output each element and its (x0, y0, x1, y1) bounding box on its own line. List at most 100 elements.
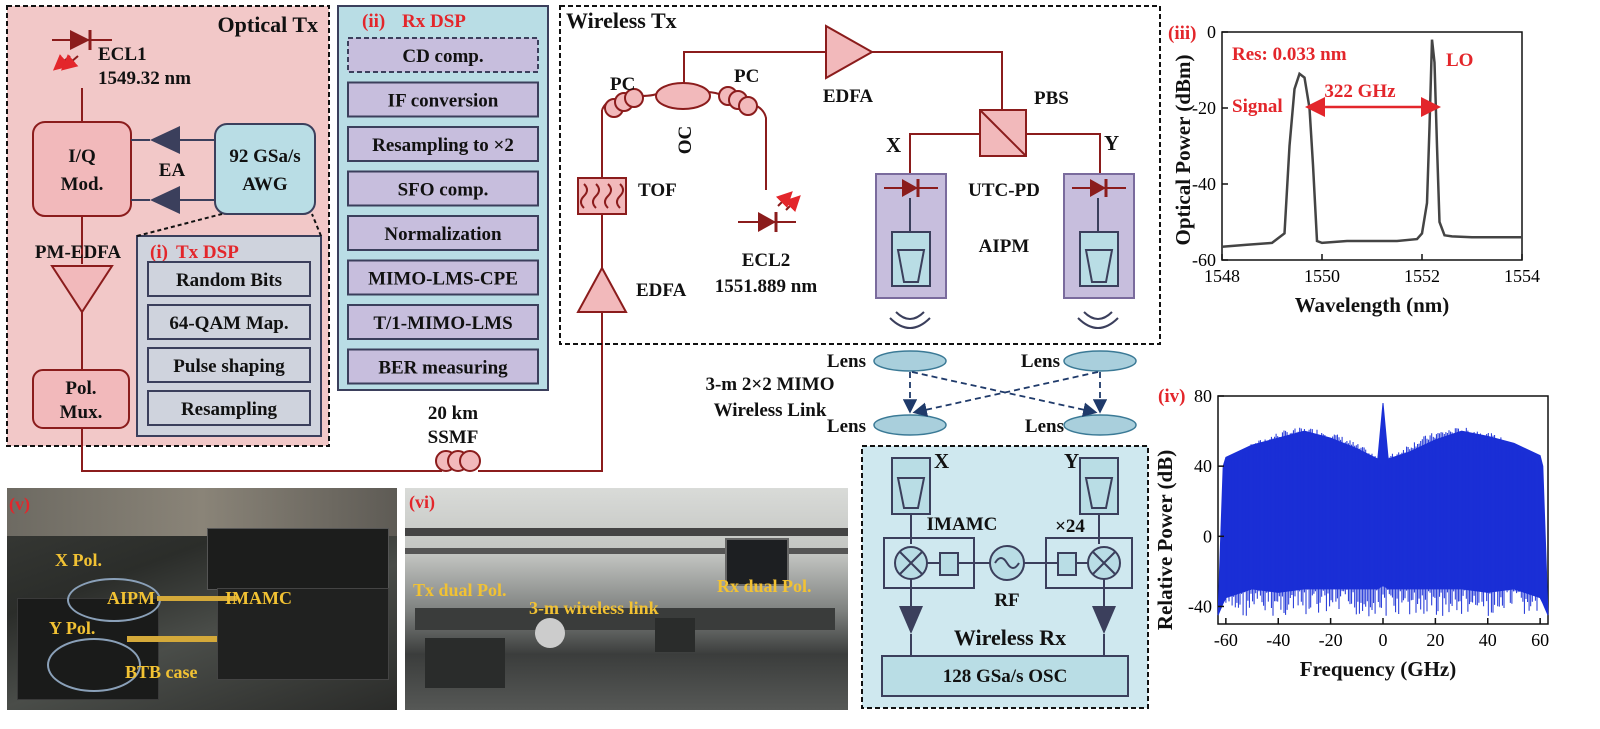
rf-source-icon (989, 545, 1025, 581)
rx-dsp-block-label: BER measuring (378, 358, 508, 379)
wireless-tx-panel: Wireless Tx PC PC OC EDFA (559, 5, 1161, 345)
y-tick-label: -60 (1192, 250, 1216, 270)
rx-dsp-block-label: Resampling to ×2 (372, 135, 514, 156)
oscilloscope-box (881, 655, 1129, 697)
rx-dsp-panel: (ii) Rx DSP CD comp.IF conversionResampl… (337, 5, 549, 391)
chart4-ylabel: Relative Power (dB) (1153, 450, 1177, 630)
tof-label: TOF (638, 180, 677, 201)
y-tick-label: 80 (1194, 386, 1212, 406)
rx-dsp-block (347, 81, 539, 118)
iq-modulator (32, 121, 132, 217)
tx-dsp-block-label: Resampling (181, 399, 278, 420)
osc-label: 128 GSa/s OSC (943, 666, 1068, 687)
photo-v-tag: (v) (9, 494, 30, 514)
x-tick-label: 40 (1479, 630, 1497, 650)
pm-edfa-label: PM-EDFA (35, 242, 121, 263)
ecl1-label: ECL1 (98, 44, 147, 65)
rf-label: RF (994, 590, 1019, 611)
x-tick-label: 20 (1426, 630, 1444, 650)
rx-dsp-block (347, 215, 539, 251)
lens-label: Lens (827, 351, 866, 372)
lens-label: Lens (827, 416, 866, 437)
lens-label: Lens (1025, 416, 1064, 437)
photo-vi-tag: (vi) (409, 492, 435, 512)
ea-label: EA (159, 160, 186, 181)
tx-dsp-block (147, 304, 311, 340)
awg-label-1: 92 GSa/s (229, 146, 300, 167)
res-annotation: Res: 0.033 nm (1232, 44, 1347, 65)
x-tick-label: 1550 (1304, 266, 1340, 286)
tx-dsp-title: Tx DSP (176, 242, 239, 263)
lens-label: Lens (1021, 351, 1060, 372)
x-tick-label: -40 (1266, 630, 1290, 650)
pc2-label: PC (734, 66, 759, 87)
pc-controller-icon (604, 88, 644, 118)
tx-dsp-block-label: Pulse shaping (173, 356, 285, 377)
edfa-icon (825, 24, 875, 80)
link-label-1: 3-m 2×2 MIMO (705, 374, 834, 395)
fiber-length: 20 km (428, 403, 478, 424)
wireless-rx-panel: X Y IMAMC ×24 RF (861, 445, 1149, 709)
multiplier-icon (1057, 552, 1077, 576)
tx-dsp-block (147, 261, 311, 297)
tx-dsp-block-label: Random Bits (176, 270, 282, 291)
photo-vi-label-tx: Tx dual Pol. (413, 580, 507, 600)
optical-tx-panel: Optical Tx ECL1 1549.32 nm I/Q Mod. EA 9… (6, 5, 330, 447)
photo-v-label-xpol: X Pol. (55, 550, 102, 570)
mult-label: ×24 (1055, 516, 1085, 537)
tx-dsp-block-label: 64-QAM Map. (169, 313, 288, 334)
rx-dsp-tag: (ii) (362, 11, 385, 32)
tx-dsp-block (147, 390, 311, 426)
iq-label-1: I/Q (68, 146, 95, 167)
photo-v-label-ypol: Y Pol. (49, 618, 96, 638)
x-tick-label: 60 (1531, 630, 1549, 650)
edfa-icon (576, 265, 628, 313)
spectrum-line (1221, 39, 1522, 248)
awg-label-2: AWG (242, 174, 288, 195)
imamc-label: IMAMC (927, 514, 998, 535)
y-tick-label: -20 (1192, 98, 1216, 118)
optical-coupler (655, 82, 711, 110)
spacing-annotation: 322 GHz (1324, 81, 1396, 102)
rx-dsp-block (347, 37, 539, 73)
pbs-label: PBS (1034, 88, 1069, 109)
lo-annotation: LO (1446, 50, 1473, 71)
lens-icon (1063, 350, 1137, 372)
y-tick-label: 0 (1207, 22, 1216, 42)
laser-icon (738, 191, 801, 232)
chart4-xlabel: Frequency (GHz) (1300, 657, 1457, 681)
ecl1-wavelength: 1549.32 nm (98, 68, 191, 89)
ssmf-coil-icon (435, 450, 481, 472)
plot-frame (1221, 31, 1523, 261)
chart3-ylabel: Optical Power (dBm) (1171, 55, 1195, 246)
rx-dsp-block (347, 348, 539, 385)
x-tick-label: -60 (1214, 630, 1238, 650)
oc-label: OC (675, 126, 696, 155)
utc-pd-label: UTC-PD (968, 180, 1040, 201)
multiplier-icon (939, 552, 959, 576)
y-tick-label: 40 (1194, 456, 1212, 476)
lens-icon (873, 414, 947, 436)
edfa-top-label: EDFA (823, 86, 874, 107)
x-tick-label: 0 (1379, 630, 1388, 650)
y-tick-label: 0 (1203, 526, 1212, 546)
lna-icon (1092, 606, 1116, 634)
photo-setup-vi: (vi) Tx dual Pol. 3-m wireless link Rx d… (405, 488, 848, 710)
photo-vi-label-rx: Rx dual Pol. (717, 576, 812, 596)
rx-x-label: X (934, 449, 949, 473)
aipm-label: AIPM (979, 236, 1030, 257)
tof-filter (577, 177, 627, 215)
signal-annotation: Signal (1232, 96, 1283, 117)
photo-v-label-aipm: AIPM (107, 588, 155, 608)
rx-dsp-block-label: CD comp. (402, 46, 483, 67)
y-tick-label: -40 (1188, 596, 1212, 616)
horn-antenna-icon (891, 457, 931, 515)
y-tick-label: -40 (1192, 174, 1216, 194)
x-tick-label: 1554 (1504, 266, 1540, 286)
x-tick-label: 1548 (1204, 266, 1240, 286)
rx-dsp-block-label: SFO comp. (398, 180, 489, 201)
